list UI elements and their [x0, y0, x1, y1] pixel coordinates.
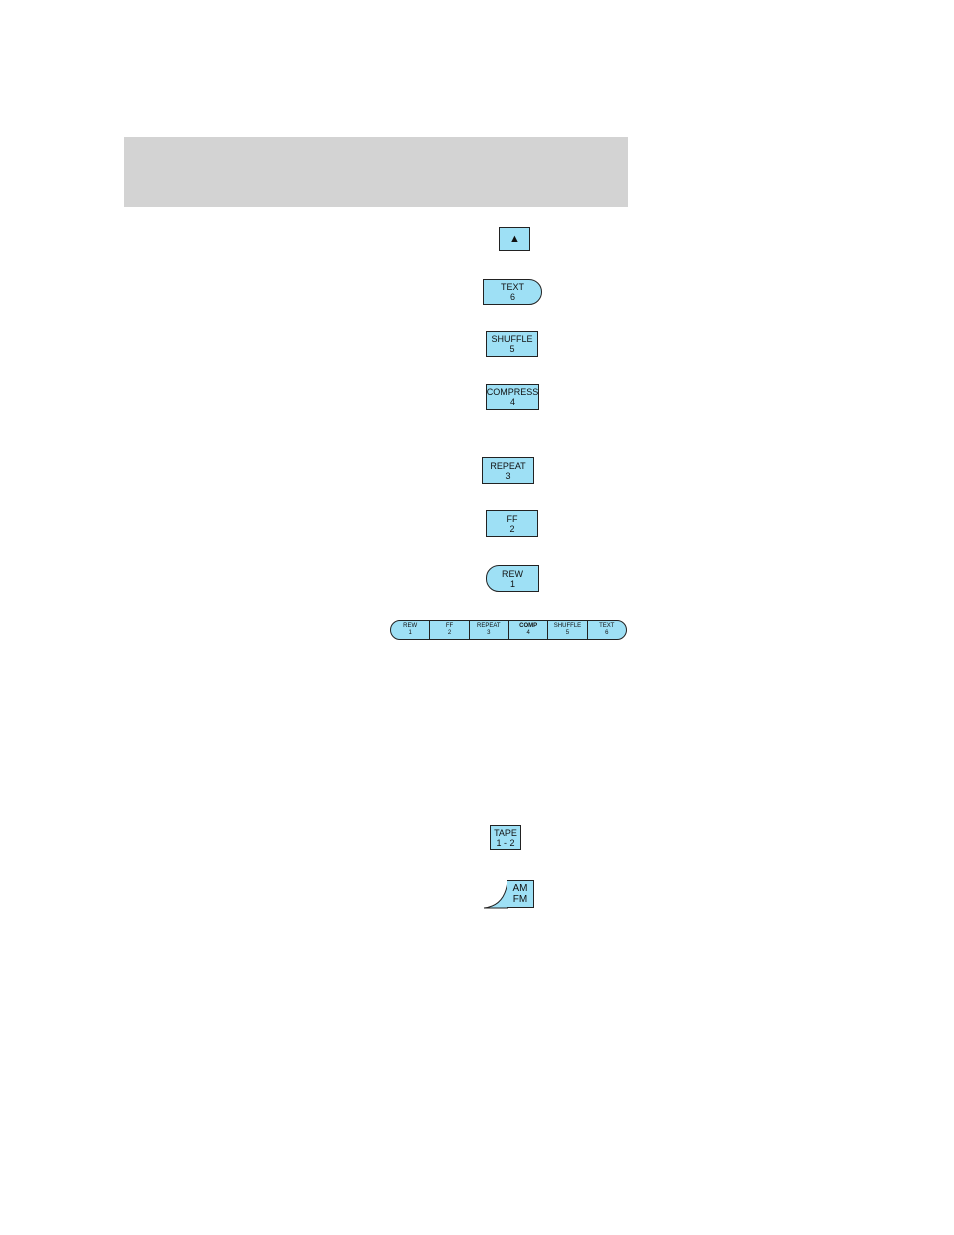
button-label-secondary: FM	[512, 894, 528, 905]
preset-number: 1	[408, 630, 412, 636]
preset-label: COMP	[519, 623, 538, 629]
text-6-button[interactable]: TEXT 6	[483, 279, 542, 305]
button-number: 3	[505, 470, 511, 481]
preset-number: 2	[447, 630, 452, 636]
preset-number: 6	[605, 630, 609, 636]
preset-number: 3	[487, 630, 491, 636]
preset-ff-2[interactable]: FF 2	[429, 621, 468, 639]
eject-icon: ▲	[509, 232, 520, 245]
tape-1-2-button[interactable]: TAPE 1 - 2	[490, 825, 521, 850]
button-number: 1	[509, 578, 515, 589]
compress-4-button[interactable]: COMPRESS 4	[486, 384, 539, 410]
button-number: 5	[509, 344, 515, 354]
preset-label: REPEAT	[477, 623, 501, 629]
preset-comp-4[interactable]: COMP 4	[507, 621, 547, 639]
button-label: AM	[512, 883, 528, 894]
preset-label: TEXT	[599, 623, 615, 629]
am-fm-button-group: AM FM	[483, 880, 535, 909]
button-label: REW	[502, 568, 523, 579]
page-header-bar	[124, 137, 628, 207]
repeat-3-button[interactable]: REPEAT 3	[482, 457, 534, 484]
button-label: COMPRESS	[486, 387, 539, 397]
preset-label: SHUFFLE	[553, 623, 582, 629]
am-fm-curve-edge	[483, 880, 509, 909]
preset-number: 4	[526, 630, 530, 636]
preset-repeat-3[interactable]: REPEAT 3	[468, 621, 508, 639]
shuffle-5-button[interactable]: SHUFFLE 5	[486, 331, 538, 357]
rew-1-button[interactable]: REW 1	[486, 565, 539, 592]
preset-number: 5	[565, 630, 570, 636]
preset-shuffle-5[interactable]: SHUFFLE 5	[547, 621, 586, 639]
am-fm-button[interactable]: AM FM	[507, 880, 534, 908]
button-number: 2	[509, 523, 515, 534]
preset-label: REW	[403, 623, 418, 629]
preset-label: FF	[445, 623, 454, 629]
eject-button[interactable]: ▲	[499, 227, 530, 251]
preset-button-strip: REW 1 FF 2 REPEAT 3 COMP 4 SHUFFLE 5 TEX…	[390, 620, 627, 640]
ff-2-button[interactable]: FF 2	[486, 510, 538, 537]
preset-rew-1[interactable]: REW 1	[391, 621, 429, 639]
button-label: SHUFFLE	[491, 334, 533, 344]
button-number: 1 - 2	[496, 837, 515, 848]
button-label: REPEAT	[490, 460, 526, 471]
button-number: 4	[509, 397, 515, 407]
button-label: TAPE	[494, 827, 517, 838]
button-number: 6	[509, 292, 515, 302]
preset-text-6[interactable]: TEXT 6	[586, 621, 626, 639]
button-label: FF	[506, 513, 518, 524]
button-label: TEXT	[500, 282, 524, 292]
